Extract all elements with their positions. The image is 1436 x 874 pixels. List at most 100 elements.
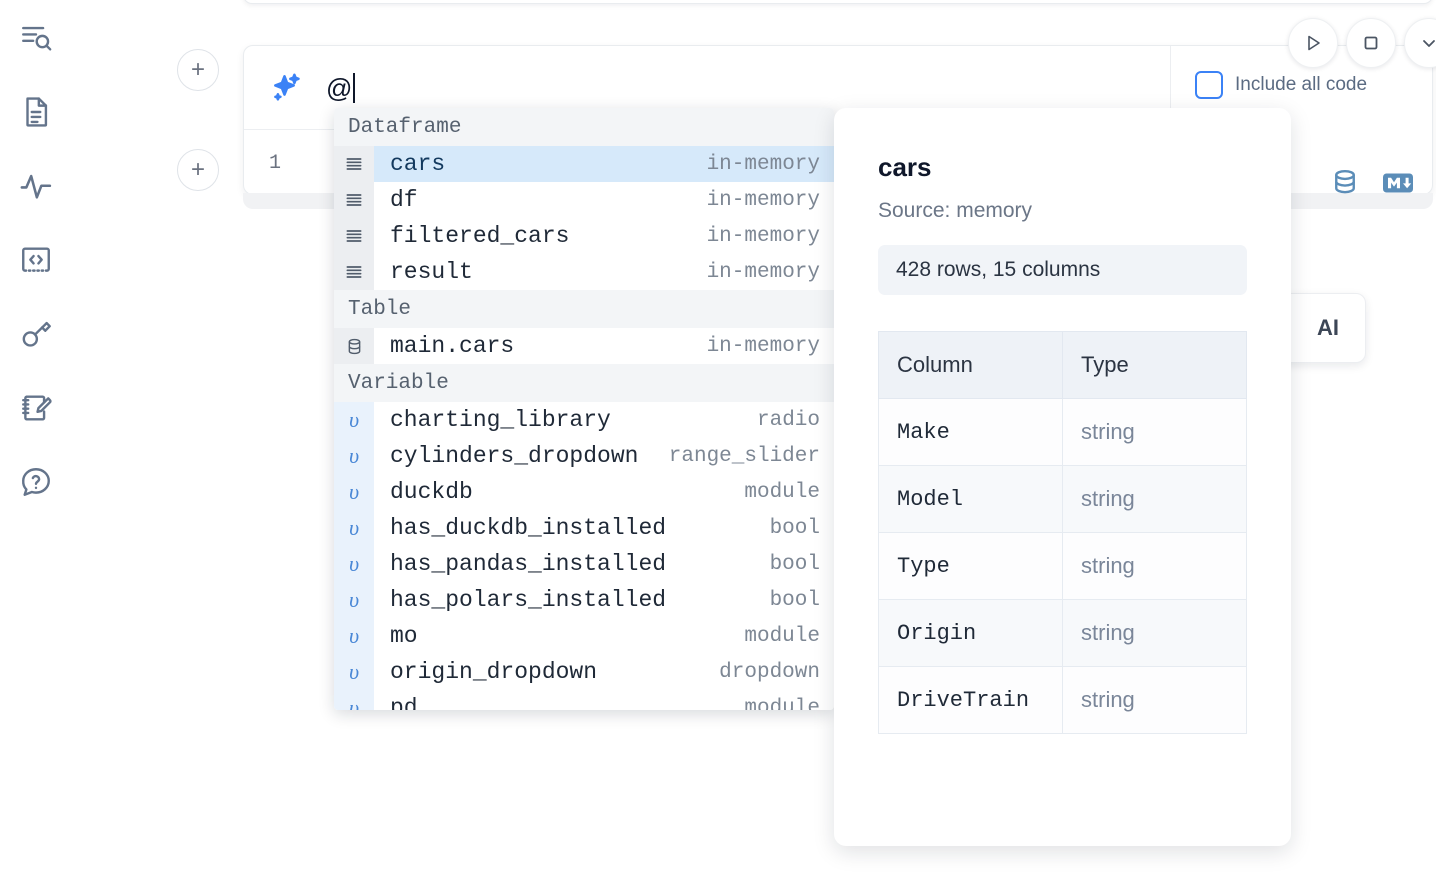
document-icon bbox=[19, 95, 53, 129]
help-chat-icon bbox=[19, 465, 53, 499]
autocomplete-item-name: mo bbox=[390, 623, 418, 649]
add-cell-below-button[interactable]: + bbox=[177, 149, 219, 191]
include-all-code-toggle[interactable]: Include all code bbox=[1195, 71, 1367, 99]
database-icon[interactable] bbox=[1330, 168, 1360, 198]
documentation-panel: cars Source: memory 428 rows, 15 columns… bbox=[834, 108, 1291, 846]
autocomplete-item-name: origin_dropdown bbox=[390, 659, 598, 685]
autocomplete-item-name: has_polars_installed bbox=[390, 587, 667, 613]
schema-column-type: string bbox=[1062, 666, 1247, 734]
variable-icon: υ bbox=[334, 546, 374, 582]
variable-icon: υ bbox=[334, 690, 374, 710]
schema-column-type: string bbox=[1062, 398, 1247, 466]
variable-icon: υ bbox=[334, 510, 374, 546]
ai-chip-label: AI bbox=[1317, 315, 1339, 340]
doc-title: cars bbox=[878, 152, 932, 182]
autocomplete-item-name: duckdb bbox=[390, 479, 473, 505]
autocomplete-item-name: cylinders_dropdown bbox=[390, 443, 639, 469]
sidebar-item-secrets[interactable] bbox=[16, 314, 56, 354]
schema-header-type: Type bbox=[1062, 331, 1247, 399]
autocomplete-section-header: Variable bbox=[334, 364, 834, 402]
ai-prompt-input[interactable]: @ bbox=[326, 68, 1170, 108]
sidebar-item-explorer-search[interactable] bbox=[16, 18, 56, 58]
autocomplete-section-header: Table bbox=[334, 290, 834, 328]
autocomplete-item-name: pd bbox=[390, 695, 418, 710]
notebook-edit-icon bbox=[19, 391, 53, 425]
autocomplete-item-name: has_pandas_installed bbox=[390, 551, 667, 577]
autocomplete-item-meta: dropdown bbox=[719, 660, 820, 684]
sidebar-rail bbox=[0, 0, 72, 874]
dataframe-icon bbox=[334, 218, 374, 254]
cell-action-icons bbox=[1330, 168, 1414, 198]
sidebar-item-scratchpad[interactable] bbox=[16, 388, 56, 428]
autocomplete-item-meta: module bbox=[744, 624, 820, 648]
autocomplete-item[interactable]: υ has_duckdb_installed bool bbox=[334, 510, 834, 546]
code-brackets-icon bbox=[19, 243, 53, 277]
key-icon bbox=[19, 317, 53, 351]
run-cell-button[interactable] bbox=[1288, 18, 1338, 68]
autocomplete-item-name: cars bbox=[390, 151, 446, 177]
autocomplete-item-meta: module bbox=[744, 696, 820, 711]
previous-cell-fragment bbox=[243, 0, 1433, 4]
variable-icon: υ bbox=[334, 402, 374, 438]
dataframe-icon bbox=[334, 254, 374, 290]
more-cell-actions-button[interactable] bbox=[1404, 18, 1436, 68]
sidebar-item-snippets[interactable] bbox=[16, 240, 56, 280]
autocomplete-item[interactable]: υ pd module bbox=[334, 690, 834, 710]
markdown-icon[interactable] bbox=[1382, 171, 1414, 195]
autocomplete-item[interactable]: υ has_pandas_installed bool bbox=[334, 546, 834, 582]
variable-icon: υ bbox=[334, 582, 374, 618]
autocomplete-item-name: has_duckdb_installed bbox=[390, 515, 667, 541]
text-caret bbox=[353, 72, 356, 103]
autocomplete-item-meta: bool bbox=[769, 552, 820, 576]
sidebar-item-help[interactable] bbox=[16, 462, 56, 502]
stop-cell-button[interactable] bbox=[1346, 18, 1396, 68]
autocomplete-item-name: charting_library bbox=[390, 407, 611, 433]
code-editor-row[interactable]: 1 bbox=[244, 131, 1434, 195]
schema-header-column: Column bbox=[878, 331, 1063, 399]
dataframe-icon bbox=[334, 146, 374, 182]
schema-column-type: string bbox=[1062, 465, 1247, 533]
plus-icon: + bbox=[190, 156, 205, 183]
variable-icon: υ bbox=[334, 474, 374, 510]
vertical-divider bbox=[1170, 46, 1171, 130]
sidebar-item-document[interactable] bbox=[16, 92, 56, 132]
checkbox-icon[interactable] bbox=[1195, 71, 1223, 99]
line-number: 1 bbox=[268, 151, 281, 175]
ai-prompt-input-value: @ bbox=[326, 72, 353, 103]
table-icon bbox=[334, 328, 374, 364]
explorer-search-icon bbox=[19, 21, 53, 55]
sidebar-item-activity[interactable] bbox=[16, 166, 56, 206]
play-icon bbox=[1301, 31, 1325, 55]
schema-header-row: Column Type bbox=[878, 331, 1247, 399]
activity-pulse-icon bbox=[19, 169, 53, 203]
stop-square-icon bbox=[1359, 31, 1383, 55]
schema-table-head: Column Type bbox=[878, 331, 1247, 399]
add-cell-above-button[interactable]: + bbox=[177, 49, 219, 91]
autocomplete-item-meta: in-memory bbox=[706, 334, 820, 358]
include-all-code-label: Include all code bbox=[1235, 74, 1368, 95]
schema-column-name: DriveTrain bbox=[878, 666, 1063, 734]
autocomplete-item-meta: in-memory bbox=[706, 188, 820, 212]
schema-column-name: Origin bbox=[878, 599, 1063, 667]
schema-column-name: Make bbox=[878, 398, 1063, 466]
autocomplete-item-meta: bool bbox=[769, 516, 820, 540]
schema-column-type: string bbox=[1062, 532, 1247, 600]
